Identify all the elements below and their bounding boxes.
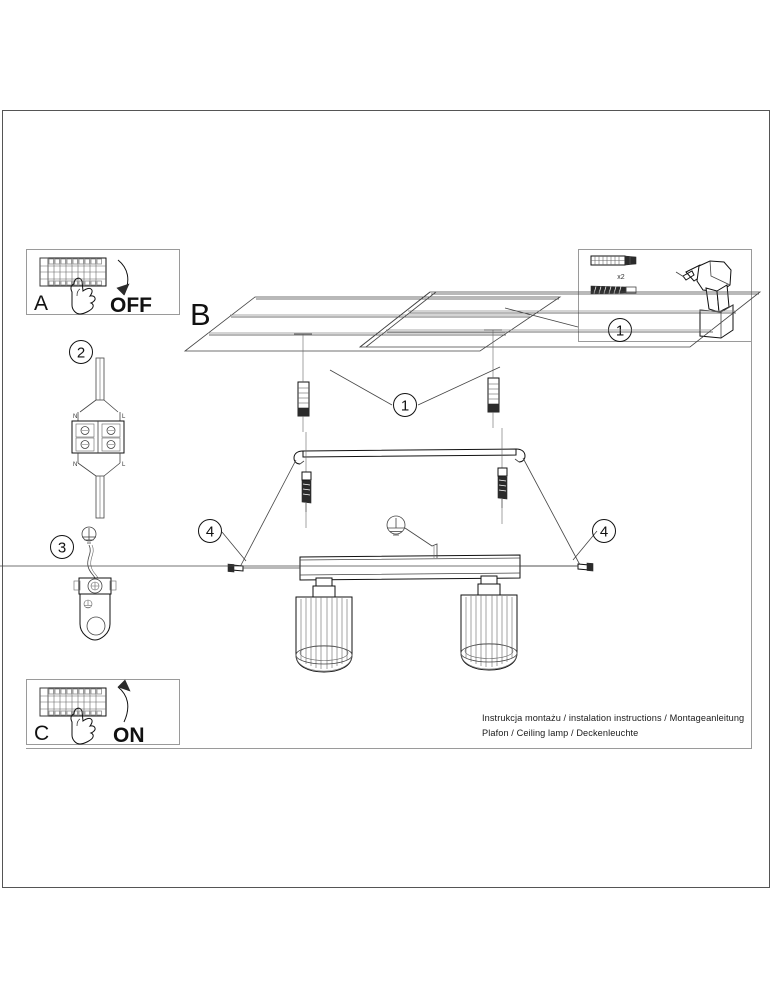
earth-ground-symbol-lamp	[386, 515, 438, 558]
hand-pointer-icon-c	[70, 707, 96, 745]
lamp-shade-left	[295, 577, 353, 673]
lamp-shade-right	[460, 575, 518, 671]
leader-bracket-left	[239, 459, 297, 568]
panel-tools	[578, 249, 752, 342]
right-setscrew-number: 4	[600, 524, 608, 541]
page-border	[2, 110, 770, 888]
ceiling-panels	[183, 291, 762, 352]
panel-b-letter: B	[190, 297, 211, 332]
panel-c-power-on	[26, 679, 180, 745]
cordless-drill-icon	[675, 260, 734, 339]
terminal-label-l-bottom: L	[122, 462, 126, 468]
panel-a-action-label: OFF	[110, 294, 152, 317]
ceiling-callout: 1	[329, 366, 501, 417]
mounting-bracket	[293, 448, 526, 465]
earth-ground-symbol-step3	[81, 526, 97, 544]
ceiling-callout-number: 1	[401, 398, 409, 415]
step-2-callout: 2	[69, 340, 93, 364]
terminal-block-diagram: N L N L	[71, 357, 126, 519]
panel-a-power-off	[26, 249, 180, 315]
earth-wire-step3	[87, 544, 99, 579]
footer-text: Instrukcja montażu / instalation instruc…	[482, 711, 748, 741]
tools-callout-number: 1	[616, 323, 624, 340]
ceiling-dowel-left	[294, 333, 312, 432]
earth-mark-small	[83, 599, 93, 609]
step-2-number: 2	[77, 345, 85, 362]
terminal-label-l-top: L	[122, 414, 126, 420]
content-frame	[26, 249, 752, 749]
bracket-screw-left	[301, 432, 312, 528]
bracket-screw-right	[497, 428, 508, 524]
arrow-up-icon-c	[117, 679, 131, 723]
left-setscrew-number: 4	[206, 524, 214, 541]
terminal-label-n-top: N	[73, 414, 77, 420]
tools-leader-line	[504, 307, 579, 328]
right-setscrew-callout: 4	[0, 519, 616, 572]
ceiling-dowel-right	[484, 329, 502, 428]
lamp-base-bar	[299, 554, 521, 581]
wall-plug-dowel-icon	[590, 255, 637, 266]
step-3-number: 3	[58, 540, 66, 557]
screw-icon	[590, 285, 637, 295]
panel-c-action-label: ON	[113, 724, 145, 747]
fuse-box-icon-a	[39, 257, 107, 287]
terminal-label-n-bottom: N	[73, 462, 77, 468]
arrow-down-icon-a	[116, 259, 130, 296]
footer-line-1: Instrukcja montażu / instalation instruc…	[482, 713, 745, 723]
tools-quantity-label: x2	[617, 274, 625, 281]
leader-bracket-right	[522, 457, 581, 566]
footer-line-2: Plafon / Ceiling lamp / Deckenleuchte	[482, 728, 639, 738]
panel-a-letter: A	[34, 292, 49, 315]
left-setscrew-callout: 4	[198, 519, 300, 573]
hand-pointer-icon-a	[70, 277, 96, 315]
fuse-box-icon-c	[39, 687, 107, 717]
step-3-callout: 3	[50, 535, 74, 559]
bracket-earth-screw-step3	[73, 577, 117, 641]
panel-c-letter: C	[34, 722, 50, 745]
